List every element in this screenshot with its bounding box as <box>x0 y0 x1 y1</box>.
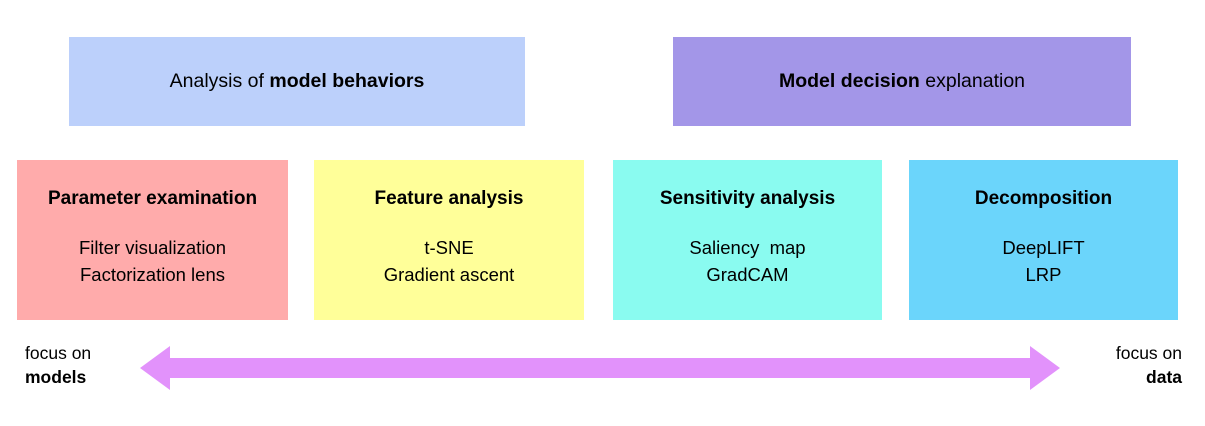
card-item: Gradient ascent <box>383 263 515 285</box>
card-item: t-SNE <box>424 236 474 258</box>
card-item: DeepLIFT <box>1002 236 1085 258</box>
card-items: Saliency map GradCAM <box>689 235 805 289</box>
card-title: Parameter examination <box>47 188 258 209</box>
card-item: GradCAM <box>706 263 789 285</box>
banner-label: Analysis of model behaviors <box>170 69 425 93</box>
banner-prefix: Analysis of <box>169 70 270 93</box>
card-item: Saliency map <box>689 236 806 258</box>
banner-model-decision-explanation: Model decision explanation <box>673 37 1131 126</box>
card-sensitivity-analysis: Sensitivity analysis Saliency map GradCA… <box>613 160 882 320</box>
axis-label-right-line1: focus on <box>1115 343 1182 363</box>
card-title: Feature analysis <box>374 188 524 209</box>
card-title: Sensitivity analysis <box>659 188 836 209</box>
card-item: Factorization lens <box>80 263 225 285</box>
card-item: LRP <box>1025 263 1062 285</box>
card-title: Decomposition <box>974 188 1113 209</box>
banner-bold: Model decision <box>778 70 920 93</box>
axis-label-left-line1: focus on <box>25 343 92 363</box>
banner-bold: model behaviors <box>269 70 425 93</box>
card-items: DeepLIFT LRP <box>1002 235 1084 289</box>
card-feature-analysis: Feature analysis t-SNE Gradient ascent <box>314 160 584 320</box>
axis-label-right-line2: data <box>1146 366 1182 387</box>
axis-label-left: focus on models <box>25 342 135 389</box>
card-decomposition: Decomposition DeepLIFT LRP <box>909 160 1178 320</box>
double-headed-arrow-icon <box>140 346 1060 390</box>
banner-analysis-of-model-behaviors: Analysis of model behaviors <box>69 37 525 126</box>
card-item: Filter visualization <box>78 236 227 258</box>
banner-label: Model decision explanation <box>779 69 1025 93</box>
card-items: t-SNE Gradient ascent <box>384 235 515 289</box>
banner-suffix: explanation <box>919 70 1026 93</box>
axis-label-left-line2: models <box>25 366 87 387</box>
card-items: Filter visualization Factorization lens <box>79 235 226 289</box>
axis-label-right: focus on data <box>1070 342 1182 389</box>
card-parameter-examination: Parameter examination Filter visualizati… <box>17 160 288 320</box>
